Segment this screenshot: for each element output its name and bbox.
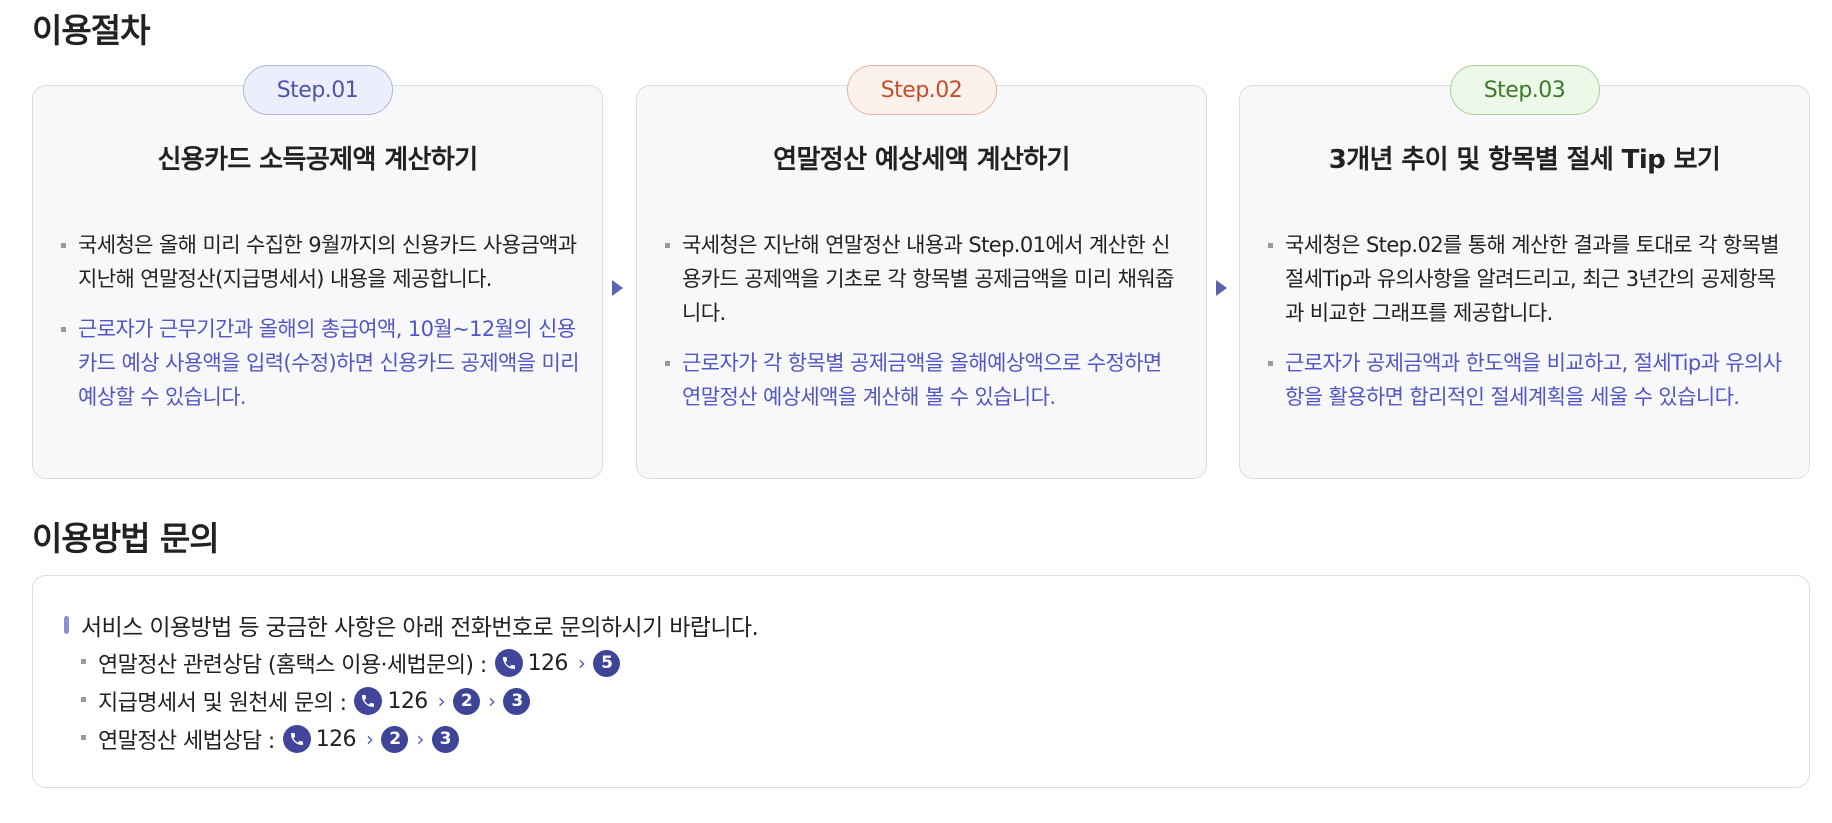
step-badge-2: Step.02 (846, 65, 997, 115)
step-number-badge: 5 (593, 649, 621, 677)
inquiry-line-3: 연말정산 세법상담 : 126 › 2 › 3 (81, 720, 620, 758)
phone-icon (354, 687, 383, 715)
inquiry-label: 지급명세서 및 원천세 문의 : (98, 691, 347, 716)
inquiry-label: 연말정산 관련상담 (홈택스 이용·세법문의) : (98, 653, 487, 678)
phone-icon (282, 725, 311, 753)
step-badge-1: Step.01 (242, 65, 393, 115)
step-badge-3: Step.03 (1449, 65, 1600, 115)
step-desc-list-1: 국세청은 올해 미리 수집한 9월까지의 신용카드 사용금액과 지난해 연말정산… (61, 228, 582, 430)
inquiry-box: 서비스 이용방법 등 궁금한 사항은 아래 전화번호로 문의하시기 바랍니다. … (32, 575, 1810, 788)
phone-icon (494, 649, 523, 677)
step-title-1: 신용카드 소득공제액 계산하기 (157, 145, 478, 175)
arrow-right-icon (612, 280, 623, 296)
inquiry-line-2: 지급명세서 및 원천세 문의 : 126 › 2 › 3 (81, 682, 620, 720)
step-card-3: Step.03 3개년 추이 및 항목별 절세 Tip 보기 국세청은 Step… (1239, 65, 1810, 479)
inquiry-line-1: 연말정산 관련상담 (홈택스 이용·세법문의) : 126 › 5 (81, 644, 621, 682)
inquiry-label: 연말정산 세법상담 : (98, 729, 275, 754)
chevron-right-icon: › (577, 651, 586, 675)
bar-marker-icon (64, 616, 69, 634)
step-number-badge: 3 (431, 725, 459, 753)
inquiry-title: 이용방법 문의 (32, 519, 220, 558)
step-title-2: 연말정산 예상세액 계산하기 (773, 145, 1070, 175)
step-card-2: Step.02 연말정산 예상세액 계산하기 국세청은 지난해 연말정산 내용과… (636, 65, 1207, 479)
step-desc-item-highlight: 근로자가 근무기간과 올해의 총급여액, 10월~12월의 신용카드 예상 사용… (61, 312, 582, 414)
inquiry-intro: 서비스 이용방법 등 궁금한 사항은 아래 전화번호로 문의하시기 바랍니다. (64, 608, 759, 642)
step-desc-item-highlight: 근로자가 공제금액과 한도액을 비교하고, 절세Tip과 유의사항을 활용하면 … (1268, 346, 1789, 414)
step-desc-list-2: 국세청은 지난해 연말정산 내용과 Step.01에서 계산한 신용카드 공제액… (665, 228, 1186, 430)
step-desc-item-highlight: 근로자가 각 항목별 공제금액을 올해예상액으로 수정하면 연말정산 예상세액을… (665, 346, 1186, 414)
step-desc-item: 국세청은 올해 미리 수집한 9월까지의 신용카드 사용금액과 지난해 연말정산… (61, 228, 582, 296)
phone-number: 126 (527, 650, 569, 676)
step-desc-item: 국세청은 Step.02를 통해 계산한 결과를 토대로 각 항목별 절세Tip… (1268, 228, 1789, 330)
step-card-1: Step.01 신용카드 소득공제액 계산하기 국세청은 올해 미리 수집한 9… (32, 65, 603, 479)
step-number-badge: 2 (453, 687, 481, 715)
chevron-right-icon: › (416, 727, 424, 751)
phone-number: 126 (387, 688, 428, 714)
step-title-3: 3개년 추이 및 항목별 절세 Tip 보기 (1328, 145, 1721, 175)
arrow-right-icon (1216, 280, 1227, 296)
procedure-title: 이용절차 (32, 11, 150, 50)
step-number-badge: 3 (503, 687, 531, 715)
phone-number: 126 (315, 726, 357, 752)
step-number-badge: 2 (381, 725, 409, 753)
chevron-right-icon: › (365, 727, 374, 751)
inquiry-intro-text: 서비스 이용방법 등 궁금한 사항은 아래 전화번호로 문의하시기 바랍니다. (81, 615, 759, 641)
inquiry-list: 연말정산 관련상담 (홈택스 이용·세법문의) : 126 › 5 지급명세서 … (81, 644, 621, 758)
chevron-right-icon: › (437, 689, 446, 713)
step-desc-item: 국세청은 지난해 연말정산 내용과 Step.01에서 계산한 신용카드 공제액… (665, 228, 1186, 330)
step-desc-list-3: 국세청은 Step.02를 통해 계산한 결과를 토대로 각 항목별 절세Tip… (1268, 228, 1789, 430)
chevron-right-icon: › (488, 689, 496, 713)
